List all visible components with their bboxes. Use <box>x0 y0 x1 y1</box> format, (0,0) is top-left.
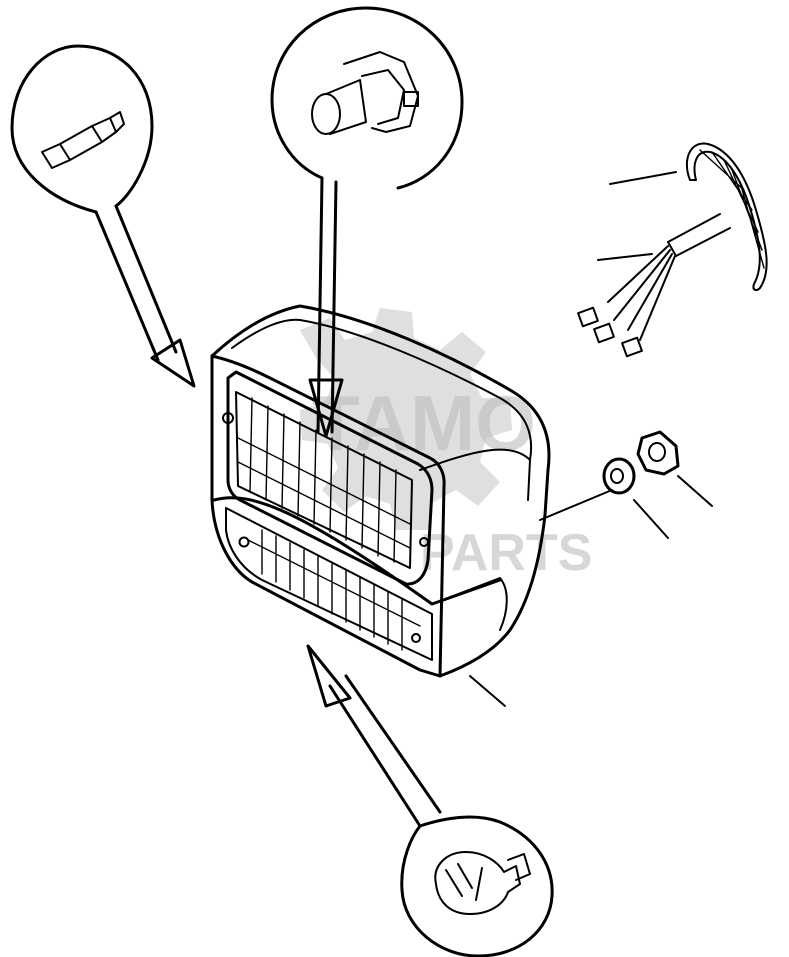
mounting-hole-icon <box>238 536 250 548</box>
mounting-hole-icon <box>222 412 234 424</box>
arrow-icon <box>306 644 352 708</box>
watermark-text: TAMO <box>312 379 536 467</box>
callout-indicator-bulb <box>306 644 554 957</box>
indicator-lens-ribs <box>247 529 421 651</box>
headlamp-housing <box>210 304 613 707</box>
leader-line <box>469 675 506 707</box>
arrow-icon <box>308 378 344 438</box>
connector-plug-icon <box>593 322 615 344</box>
mounting-stud <box>539 489 613 521</box>
connector-plug-icon <box>621 336 643 358</box>
cable-tie <box>609 142 768 292</box>
callout-side-marker-bulb <box>10 44 196 388</box>
h4-bulb-icon <box>311 51 419 135</box>
headlamp-lens-grid <box>237 397 411 563</box>
nut <box>636 430 713 507</box>
wiring-harness <box>577 213 731 358</box>
arrow-icon <box>150 338 196 388</box>
mounting-hole-icon <box>411 633 421 643</box>
wedge-bulb-icon <box>41 111 125 169</box>
leader-line <box>597 253 653 261</box>
leader-line <box>609 171 677 185</box>
watermark-subtext: PARTS <box>420 524 592 582</box>
washer <box>602 457 669 539</box>
mounting-hole-icon <box>419 537 429 547</box>
callout-headlamp-bulb <box>270 6 464 438</box>
bayonet-bulb-icon <box>434 851 531 915</box>
connector-plug-icon <box>577 306 599 328</box>
